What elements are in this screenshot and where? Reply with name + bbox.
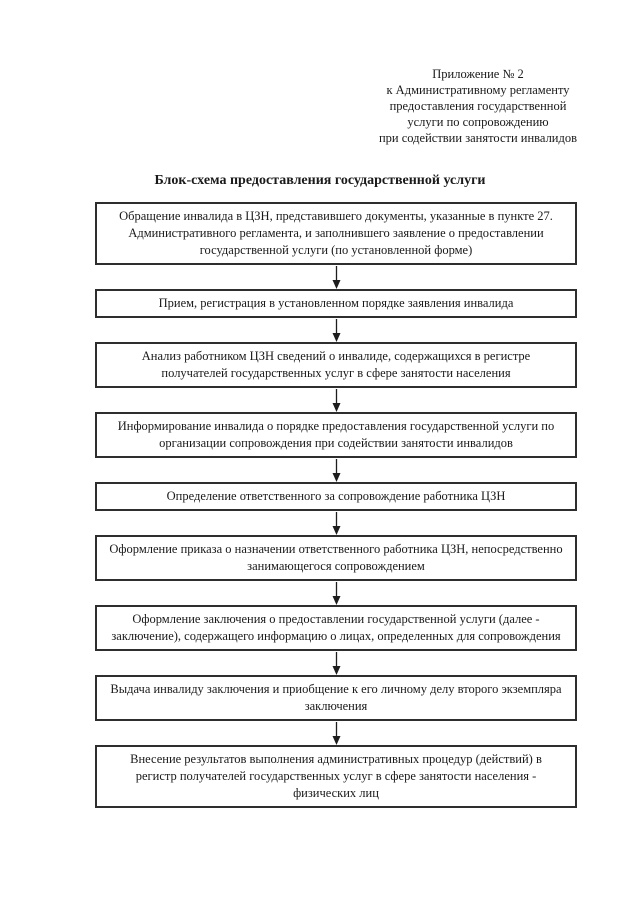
arrow-down-icon: [95, 458, 577, 482]
arrow-down-icon: [95, 318, 577, 342]
flow-step-box: Выдача инвалиду заключения и приобщение …: [95, 675, 577, 721]
arrow-down-icon: [95, 265, 577, 289]
appendix-header-line: Приложение № 2: [432, 67, 524, 81]
flow-step-box: Обращение инвалида в ЦЗН, представившего…: [95, 202, 577, 265]
arrow-down-icon: [95, 721, 577, 745]
flow-step-box: Определение ответственного за сопровожде…: [95, 482, 577, 511]
flow-step-box: Внесение результатов выполнения админист…: [95, 745, 577, 808]
flow-step-box: Оформление приказа о назначении ответств…: [95, 535, 577, 581]
flow-step-box: Информирование инвалида о порядке предос…: [95, 412, 577, 458]
appendix-header-line: к Административному регламенту: [386, 83, 570, 97]
flowchart: Обращение инвалида в ЦЗН, представившего…: [95, 202, 577, 808]
arrow-down-icon: [95, 651, 577, 675]
arrow-down-icon: [95, 511, 577, 535]
page-title: Блок-схема предоставления государственно…: [154, 173, 486, 188]
appendix-header-line: предоставления государственной: [389, 99, 567, 113]
flow-step-box: Оформление заключения о предоставлении г…: [95, 605, 577, 651]
flow-step-box: Анализ работником ЦЗН сведений о инвалид…: [95, 342, 577, 388]
arrow-down-icon: [95, 388, 577, 412]
flow-step-box: Прием, регистрация в установленном поряд…: [95, 289, 577, 318]
appendix-header-line: услуги по сопровождению: [407, 115, 549, 129]
appendix-header-line: при содействии занятости инвалидов: [378, 131, 578, 145]
arrow-down-icon: [95, 581, 577, 605]
appendix-header: Приложение № 2 к Административному регла…: [356, 66, 600, 146]
